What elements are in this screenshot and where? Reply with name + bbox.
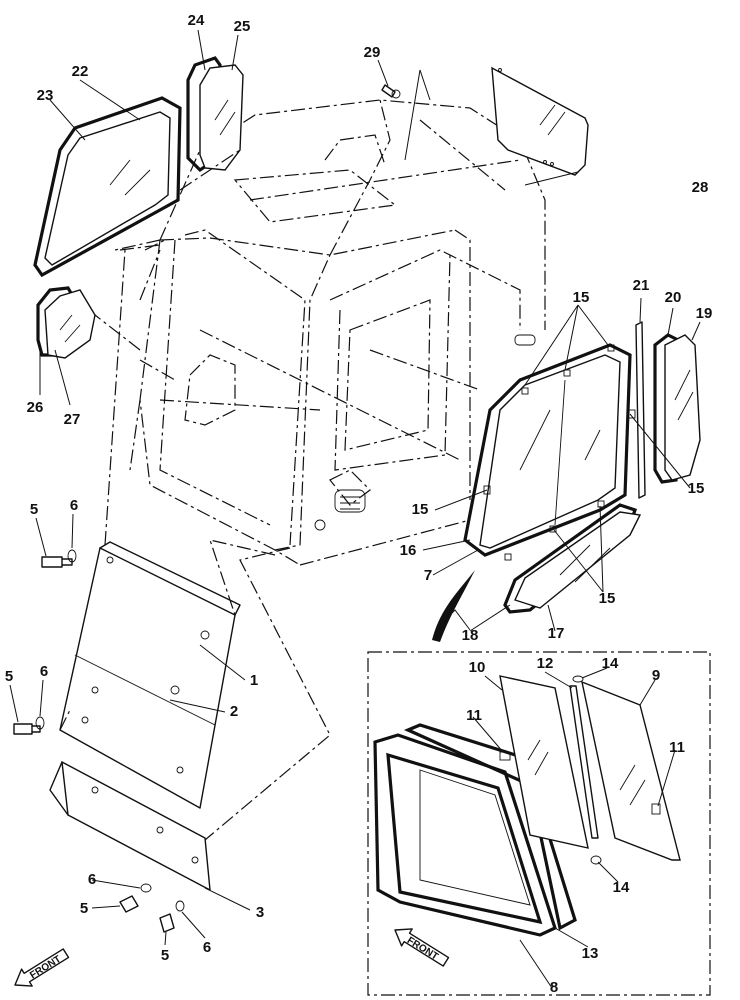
lower-left-small-glass-assembly <box>36 286 96 359</box>
callout-19: 19 <box>696 305 713 322</box>
upper-left-glass-assembly <box>33 96 182 278</box>
callouts: 22 23 24 25 29 28 26 27 15 21 20 19 15 1… <box>5 12 713 996</box>
callout-14-top: 14 <box>602 655 619 672</box>
callout-15-left: 15 <box>412 501 429 518</box>
callout-26: 26 <box>27 399 44 416</box>
callout-8: 8 <box>550 979 558 996</box>
rear-glass <box>491 66 589 176</box>
callout-22: 22 <box>72 63 89 80</box>
callout-2: 2 <box>230 703 238 720</box>
callout-1: 1 <box>250 672 258 689</box>
callout-14-bottom: 14 <box>613 879 630 896</box>
callout-27: 27 <box>64 411 81 428</box>
inset-glass-parts <box>499 675 681 865</box>
callout-11-left: 11 <box>466 707 482 724</box>
swoosh-arrow <box>432 570 475 642</box>
callout-23: 23 <box>37 87 54 104</box>
callout-17: 17 <box>548 625 565 642</box>
callout-12: 12 <box>537 655 554 672</box>
callout-16: 16 <box>400 542 417 559</box>
callout-21: 21 <box>633 277 650 294</box>
callout-5-d: 5 <box>161 947 169 964</box>
callout-7: 7 <box>424 567 432 584</box>
callout-6-b: 6 <box>40 663 48 680</box>
callout-15-bottom: 15 <box>599 590 616 607</box>
callout-15-top: 15 <box>573 289 590 306</box>
callout-5-b: 5 <box>5 668 13 685</box>
callout-29: 29 <box>364 44 381 61</box>
leader-lines <box>9 29 701 989</box>
cab-frame <box>119 99 546 566</box>
callout-9: 9 <box>652 667 660 684</box>
mounting-plates <box>49 541 241 891</box>
bolts-and-washers <box>13 549 185 933</box>
callout-11-right: 11 <box>669 739 685 756</box>
callout-3: 3 <box>256 904 264 921</box>
callout-24: 24 <box>188 12 205 29</box>
callout-28: 28 <box>692 179 709 196</box>
callout-6-c: 6 <box>88 871 96 888</box>
bolt-29 <box>381 84 401 99</box>
front-arrow-main: FRONT <box>14 948 70 987</box>
callout-13: 13 <box>582 945 599 962</box>
callout-6-d: 6 <box>203 939 211 956</box>
small-upper-glass-assembly <box>186 56 244 173</box>
inset-detail-box <box>367 651 711 996</box>
connection-lines <box>59 149 331 841</box>
callout-6-a: 6 <box>70 497 78 514</box>
callout-20: 20 <box>665 289 682 306</box>
callout-25: 25 <box>234 18 251 35</box>
right-side-glass-parts <box>627 321 701 499</box>
front-arrow-inset: FRONT <box>394 928 450 967</box>
callout-18: 18 <box>462 627 479 644</box>
callout-5-a: 5 <box>30 501 38 518</box>
callout-10: 10 <box>469 659 486 676</box>
callout-15-right: 15 <box>688 480 705 497</box>
callout-5-c: 5 <box>80 900 88 917</box>
door-window-assembly <box>463 343 632 557</box>
